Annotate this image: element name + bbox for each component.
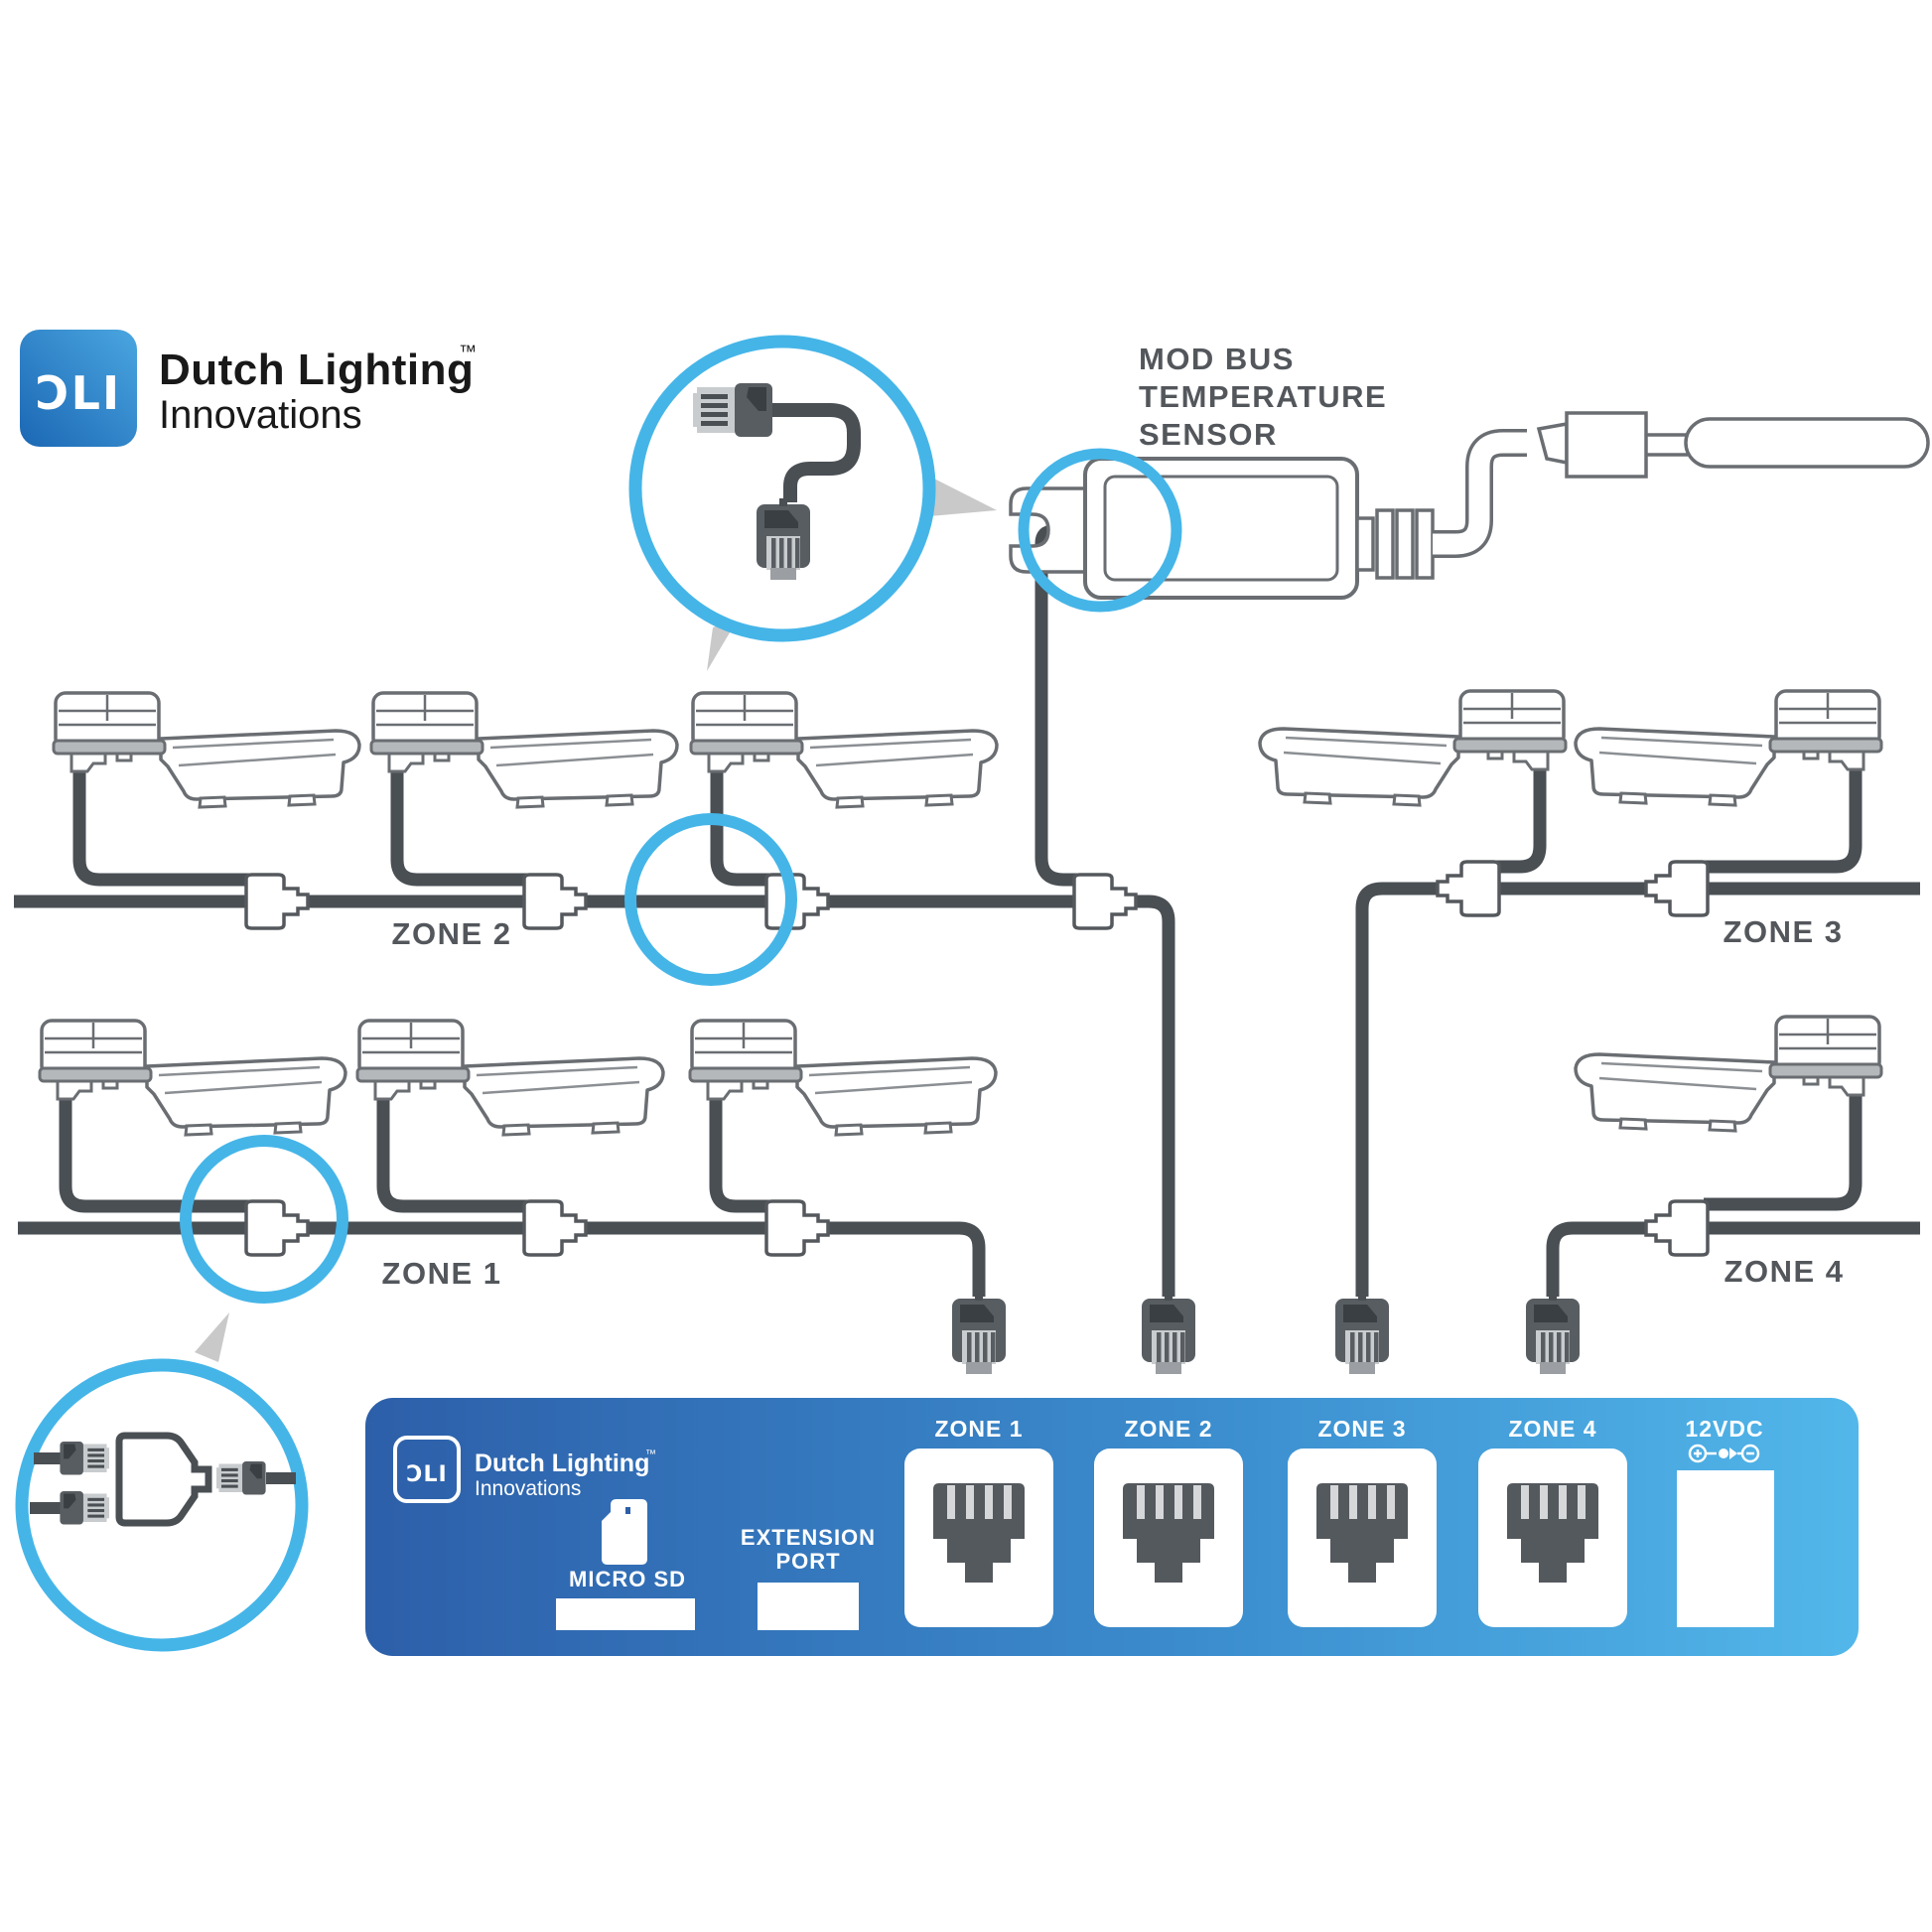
light-fixture bbox=[1258, 689, 1568, 807]
micro-sd-label: MICRO SD bbox=[569, 1567, 686, 1591]
brand-logo: ƆLI Dutch Lighting ™ Innovations bbox=[20, 330, 477, 447]
light-fixture bbox=[1574, 689, 1883, 807]
modbus-temperature-sensor: MOD BUS TEMPERATURE SENSOR bbox=[1009, 342, 1930, 613]
zone3-fixture2-drop-cable bbox=[1704, 749, 1863, 874]
panel-brand-trademark: ™ bbox=[645, 1449, 656, 1460]
panel-dli-logo-outline bbox=[393, 1436, 461, 1503]
port-zone2-label: ZONE 2 bbox=[1124, 1416, 1212, 1442]
zone4-label: ZONE 4 bbox=[1725, 1254, 1845, 1289]
zone3-cabling bbox=[1355, 749, 1920, 1297]
light-fixture bbox=[688, 1019, 998, 1137]
port-zone1-label: ZONE 1 bbox=[934, 1416, 1023, 1442]
sd-card-icon bbox=[602, 1499, 647, 1565]
splitter-zone2-2 bbox=[522, 873, 588, 930]
splitter-zone3-1 bbox=[1436, 860, 1501, 917]
sd-card-icon-dot bbox=[625, 1507, 630, 1514]
sensor-strain-relief bbox=[1355, 508, 1435, 580]
probe-box bbox=[1565, 411, 1648, 479]
light-fixture bbox=[355, 1019, 665, 1137]
splitter-zone1-2 bbox=[522, 1199, 588, 1257]
polarity-icon bbox=[1688, 1444, 1760, 1463]
zone2-bus-cable bbox=[14, 895, 1175, 1297]
splitter-zone1-3 bbox=[764, 1199, 830, 1257]
zone1-fixture1-drop-cable bbox=[59, 1078, 250, 1213]
splitter-body-outline bbox=[115, 1432, 212, 1527]
light-fixture bbox=[38, 1019, 347, 1137]
zone2-label: ZONE 2 bbox=[392, 916, 512, 951]
zone4-plug bbox=[1526, 1293, 1580, 1374]
splitter-zone4-1 bbox=[1644, 1199, 1710, 1257]
power-socket bbox=[1677, 1470, 1774, 1627]
extension-port-label-line1: EXTENSION bbox=[741, 1525, 876, 1550]
power-label: 12VDC bbox=[1685, 1416, 1763, 1442]
rj45-plug-icon bbox=[693, 383, 772, 437]
power-input: 12VDC bbox=[1677, 1416, 1774, 1627]
zone1-cabling bbox=[18, 1078, 986, 1297]
splitter-zone3-2 bbox=[1644, 860, 1710, 917]
patch-cable bbox=[772, 403, 861, 502]
rj45-plug-icon bbox=[60, 1491, 109, 1525]
zone4-bus-cable bbox=[1546, 1221, 1920, 1297]
zone3-fixture1-drop-cable bbox=[1494, 749, 1547, 874]
extension-port-label-line2: PORT bbox=[775, 1549, 840, 1574]
zone1-fixture3-drop-cable bbox=[709, 1078, 770, 1213]
panel-brand-tagline: Innovations bbox=[475, 1477, 581, 1500]
panel-brand-name: Dutch Lighting bbox=[475, 1449, 649, 1477]
temperature-probe bbox=[1684, 417, 1930, 469]
zone4-fixture-drop-cable bbox=[1704, 1074, 1863, 1211]
light-fixture bbox=[1574, 1015, 1883, 1133]
zone2-cabling bbox=[14, 524, 1175, 1297]
zone1-fixture2-drop-cable bbox=[376, 1078, 528, 1213]
brand-trademark: ™ bbox=[459, 342, 477, 361]
rj45-plug-icon bbox=[216, 1461, 266, 1495]
rj45-plug-icon bbox=[757, 498, 810, 580]
splitter-detail-callout bbox=[15, 1358, 309, 1652]
zone3-plug bbox=[1335, 1293, 1389, 1374]
sensor-label-line3: SENSOR bbox=[1139, 417, 1278, 452]
zone2-plug bbox=[1142, 1293, 1195, 1374]
light-fixtures bbox=[38, 689, 1883, 1137]
controller-plugs bbox=[952, 1293, 1580, 1374]
light-fixture bbox=[689, 691, 999, 809]
splitter-sensor-merge bbox=[1072, 873, 1138, 930]
cable-detail-callout bbox=[628, 335, 936, 642]
splitter-zone2-1 bbox=[244, 873, 310, 930]
zone4-cabling bbox=[1546, 1074, 1920, 1297]
micro-sd-slot bbox=[556, 1598, 695, 1630]
pointer-to-zone1-splitter bbox=[195, 1312, 229, 1362]
light-fixture bbox=[52, 691, 361, 809]
sensor-body-inner bbox=[1103, 475, 1339, 582]
zone2-splitter-highlight-ring bbox=[624, 813, 797, 986]
brand-name: Dutch Lighting bbox=[159, 345, 474, 394]
zone1-plug bbox=[952, 1293, 1006, 1374]
zone1-bus-cable bbox=[18, 1221, 986, 1297]
panel-dli-logo-mark: ƆLI bbox=[406, 1462, 447, 1487]
pointer-to-sensor bbox=[926, 475, 997, 516]
zone1-label: ZONE 1 bbox=[382, 1256, 502, 1291]
dli-logo-mark: ƆLI bbox=[36, 366, 121, 420]
zone3-bus-cable bbox=[1355, 882, 1920, 1297]
zone2-fixture2-drop-cable bbox=[390, 751, 528, 887]
sensor-connection-highlight-ring bbox=[1018, 448, 1182, 613]
port-zone4-label: ZONE 4 bbox=[1508, 1416, 1596, 1442]
extension-port-slot bbox=[758, 1583, 859, 1630]
cable-detail-circle bbox=[628, 335, 936, 642]
zone1-splitter-highlight-ring bbox=[180, 1135, 348, 1304]
zone2-fixture1-drop-cable bbox=[72, 751, 250, 887]
probe-connector bbox=[1536, 421, 1569, 466]
sensor-cord-inner bbox=[1433, 432, 1527, 555]
dli-logo-square bbox=[20, 330, 137, 447]
rj45-plug-icon bbox=[60, 1442, 109, 1475]
controller-panel: ƆLI Dutch Lighting ™ Innovations MICRO S… bbox=[365, 1398, 1859, 1656]
zone3-label: ZONE 3 bbox=[1724, 914, 1844, 949]
sensor-label-line2: TEMPERATURE bbox=[1139, 379, 1387, 414]
zone-ports: ZONE 1 ZONE 2 ZONE 3 ZONE 4 bbox=[904, 1416, 1627, 1627]
sensor-label-line1: MOD BUS bbox=[1139, 342, 1295, 376]
port-zone3-label: ZONE 3 bbox=[1317, 1416, 1406, 1442]
brand-tagline: Innovations bbox=[159, 393, 362, 437]
splitter-zone2-3 bbox=[764, 873, 830, 930]
splitter-zone1-1 bbox=[244, 1199, 310, 1257]
light-fixture bbox=[369, 691, 679, 809]
zone2-fixture3-drop-cable bbox=[710, 751, 770, 887]
